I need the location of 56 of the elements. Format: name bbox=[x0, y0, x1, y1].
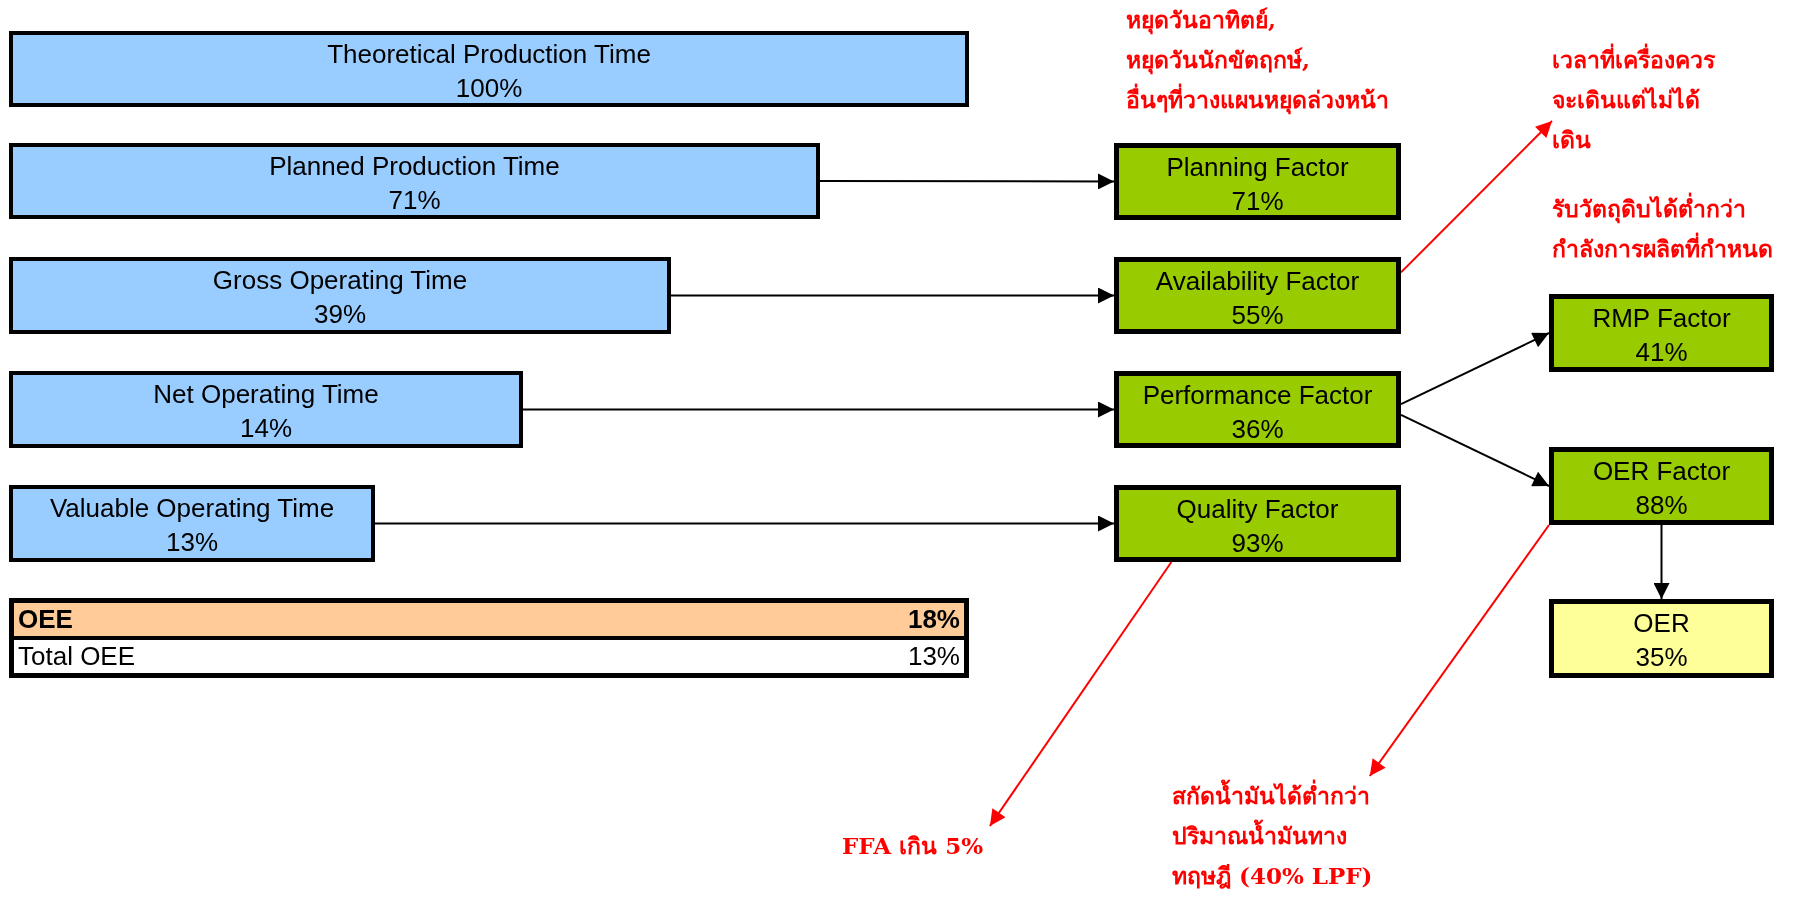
arrow bbox=[522, 401, 1115, 418]
arrow bbox=[670, 287, 1115, 304]
annotation-text: FFA เกิน 5% bbox=[842, 826, 1012, 866]
factor-box bbox=[1114, 485, 1401, 562]
callout-arrow bbox=[1368, 524, 1550, 777]
box-title: Planning Factor bbox=[1166, 151, 1349, 184]
time-bar bbox=[9, 31, 969, 107]
annotation-text: หยุดวันอาทิตย์, หยุดวันนักขัตฤกษ์, อื่นๆที่วางแผนหยุดล่วงหน้า bbox=[1126, 5, 1390, 117]
time-bar bbox=[9, 485, 375, 562]
oee-table bbox=[9, 598, 969, 678]
callout-arrow bbox=[988, 561, 1173, 827]
percentage-value: 41% bbox=[1635, 336, 1688, 369]
factor-box bbox=[1114, 371, 1401, 448]
time-bar bbox=[9, 371, 523, 448]
factor-box bbox=[1549, 447, 1774, 525]
percentage-value: 13% bbox=[907, 641, 960, 672]
box-title: RMP Factor bbox=[1592, 302, 1731, 335]
percentage-value: 93% bbox=[1231, 527, 1284, 560]
box-title: Gross Operating Time bbox=[212, 264, 468, 297]
percentage-value: 100% bbox=[455, 72, 523, 105]
factor-box bbox=[1114, 143, 1401, 220]
percentage-value: 35% bbox=[1635, 641, 1688, 674]
percentage-value: 36% bbox=[1231, 413, 1284, 446]
percentage-value: 71% bbox=[1231, 185, 1284, 218]
time-bar bbox=[9, 143, 820, 219]
row-label: Total OEE bbox=[18, 641, 136, 672]
row-label: OEE bbox=[18, 604, 73, 635]
box-title: Quality Factor bbox=[1176, 493, 1339, 526]
arrow bbox=[1400, 413, 1550, 487]
box-title: Planned Production Time bbox=[269, 150, 560, 183]
factor-box bbox=[1114, 257, 1401, 334]
arrow bbox=[819, 173, 1115, 190]
box-title: Theoretical Production Time bbox=[327, 38, 651, 71]
callout-arrow bbox=[1400, 120, 1553, 274]
percentage-value: 18% bbox=[907, 604, 960, 635]
percentage-value: 88% bbox=[1635, 489, 1688, 522]
box-title: OER Factor bbox=[1592, 455, 1731, 488]
percentage-value: 14% bbox=[239, 412, 292, 445]
result-box bbox=[1549, 599, 1774, 678]
box-title: Net Operating Time bbox=[153, 378, 379, 411]
box-title: Valuable Operating Time bbox=[49, 492, 335, 525]
arrow bbox=[1653, 524, 1670, 600]
percentage-value: 55% bbox=[1231, 299, 1284, 332]
percentage-value: 39% bbox=[313, 298, 366, 331]
box-title: Performance Factor bbox=[1142, 379, 1373, 412]
annotation-text: เวลาที่เครื่องควรจะเดินแต่ไม่ได้เดิน bbox=[1552, 40, 1730, 160]
time-bar bbox=[9, 257, 671, 334]
factor-box bbox=[1549, 294, 1774, 372]
arrow bbox=[374, 515, 1115, 532]
annotation-text: รับวัตถุดิบได้ต่ำกว่ากำลังการผลิตที่กำหนด bbox=[1552, 189, 1792, 269]
box-title: Availability Factor bbox=[1155, 265, 1360, 298]
percentage-value: 71% bbox=[388, 184, 441, 217]
box-title: OER bbox=[1633, 607, 1690, 640]
arrow bbox=[1400, 332, 1550, 406]
percentage-value: 13% bbox=[165, 526, 218, 559]
annotation-text: สกัดน้ำมันได้ต่ำกว่าปริมาณน้ำมันทางทฤษฎี (40% LPF) bbox=[1172, 776, 1402, 896]
